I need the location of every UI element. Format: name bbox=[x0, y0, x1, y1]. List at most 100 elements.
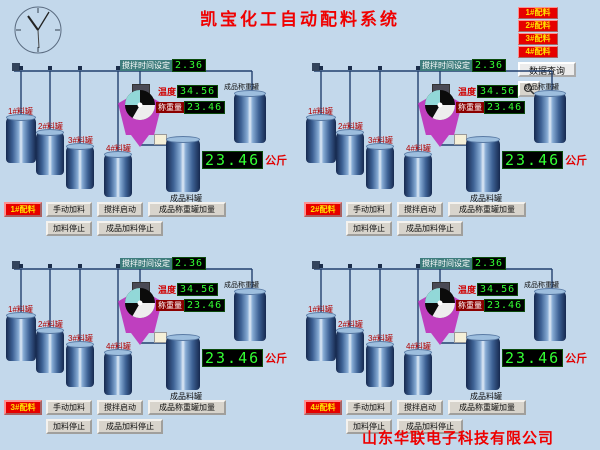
big-weight-display: 23.46 公斤 bbox=[202, 349, 287, 367]
temperature-display: 温度 34.56 bbox=[458, 283, 519, 296]
feed-stop-button[interactable]: 加料停止 bbox=[46, 221, 92, 236]
temperature-label: 温度 bbox=[458, 87, 477, 97]
stir-start-button[interactable]: 搅拌启动 bbox=[397, 400, 443, 415]
tank-cap bbox=[534, 288, 566, 295]
stir-time-value: 2.36 bbox=[472, 59, 507, 72]
material-tank-4-label: 4#料罐 bbox=[106, 342, 131, 351]
weight-display: 称重量 23.46 bbox=[456, 299, 526, 312]
tank-cap bbox=[366, 143, 394, 150]
mixer-funnel bbox=[131, 135, 149, 147]
material-tank-2-label: 2#料罐 bbox=[38, 122, 63, 131]
product-weigh-tank-add-button[interactable]: 成品称重罐加量 bbox=[148, 202, 226, 217]
tank-cap bbox=[234, 288, 266, 295]
stir-start-button[interactable]: 搅拌启动 bbox=[97, 202, 143, 217]
tank-cap bbox=[404, 349, 432, 356]
feed-stop-button[interactable]: 加料停止 bbox=[346, 419, 392, 434]
stir-time-value: 2.36 bbox=[472, 257, 507, 270]
tank-cap bbox=[466, 136, 500, 143]
tank-cap bbox=[534, 90, 566, 97]
feed-stop-button[interactable]: 加料停止 bbox=[346, 221, 392, 236]
material-tank-2-label: 2#料罐 bbox=[338, 122, 363, 131]
weight-value: 23.46 bbox=[184, 299, 226, 312]
tank-cap bbox=[166, 334, 200, 341]
batch-select-button-4[interactable]: 4#配料 bbox=[518, 46, 558, 58]
station-select-button[interactable]: 2#配料 bbox=[304, 202, 342, 217]
station-select-button[interactable]: 4#配料 bbox=[304, 400, 342, 415]
mixer-funnel bbox=[431, 333, 449, 345]
weigh-tank bbox=[534, 288, 566, 341]
weigh-tank-label: 成品称重罐 bbox=[224, 282, 259, 289]
product-weigh-tank-add-button[interactable]: 成品称重罐加量 bbox=[448, 400, 526, 415]
product-feed-stop-button[interactable]: 成品加料停止 bbox=[397, 419, 463, 434]
weight-label: 称重量 bbox=[156, 300, 184, 311]
stir-time-label: 搅拌时间设定 bbox=[120, 258, 172, 269]
manual-feed-button[interactable]: 手动加料 bbox=[346, 400, 392, 415]
material-tank-3-label: 3#料罐 bbox=[368, 136, 393, 145]
material-tank-4-label: 4#料罐 bbox=[106, 144, 131, 153]
material-tank-2-label: 2#料罐 bbox=[338, 320, 363, 329]
tank-cap bbox=[66, 143, 94, 150]
material-tank-2 bbox=[36, 129, 64, 175]
big-weight-display: 23.46 公斤 bbox=[202, 151, 287, 169]
manual-feed-button[interactable]: 手动加料 bbox=[46, 202, 92, 217]
material-tank-1 bbox=[6, 114, 36, 163]
big-weight-value: 23.46 bbox=[502, 151, 564, 169]
product-feed-stop-button[interactable]: 成品加料停止 bbox=[97, 221, 163, 236]
material-tank-3 bbox=[366, 341, 394, 387]
material-tank-2 bbox=[36, 327, 64, 373]
tank-cap bbox=[366, 341, 394, 348]
weight-unit-label: 公斤 bbox=[265, 155, 288, 167]
temperature-label: 温度 bbox=[158, 87, 177, 97]
material-tank-1-label: 1#料罐 bbox=[8, 107, 33, 116]
batch-select-button-2[interactable]: 2#配料 bbox=[518, 20, 558, 32]
manual-feed-button[interactable]: 手动加料 bbox=[346, 202, 392, 217]
batch-select-button-1[interactable]: 1#配料 bbox=[518, 7, 558, 19]
temperature-label: 温度 bbox=[458, 285, 477, 295]
big-weight-value: 23.46 bbox=[202, 151, 264, 169]
stir-time-label: 搅拌时间设定 bbox=[420, 60, 472, 71]
tank-cap bbox=[466, 334, 500, 341]
weight-label: 称重量 bbox=[456, 102, 484, 113]
product-tank bbox=[466, 334, 500, 390]
material-tank-3-label: 3#料罐 bbox=[68, 334, 93, 343]
weight-unit-label: 公斤 bbox=[565, 353, 588, 365]
material-tank-3 bbox=[66, 143, 94, 189]
pipe-network bbox=[12, 261, 253, 351]
tank-cap bbox=[404, 151, 432, 158]
batching-station: 搅拌时间设定 2.36 温度 34.56 称重量 23.46 成品称重罐 成品料… bbox=[300, 253, 600, 450]
material-tank-1-label: 1#料罐 bbox=[8, 305, 33, 314]
product-tank bbox=[166, 334, 200, 390]
temperature-value: 34.56 bbox=[177, 85, 219, 98]
product-tank-label: 成品料罐 bbox=[170, 392, 202, 401]
product-weigh-tank-add-button[interactable]: 成品称重罐加量 bbox=[448, 202, 526, 217]
station-select-button[interactable]: 1#配料 bbox=[4, 202, 42, 217]
manual-feed-button[interactable]: 手动加料 bbox=[46, 400, 92, 415]
weigh-tank bbox=[234, 288, 266, 341]
stir-time-label: 搅拌时间设定 bbox=[420, 258, 472, 269]
material-tank-4 bbox=[404, 349, 432, 395]
feed-stop-button[interactable]: 加料停止 bbox=[46, 419, 92, 434]
material-tank-4-label: 4#料罐 bbox=[406, 342, 431, 351]
tank-cap bbox=[306, 312, 336, 319]
tank-cap bbox=[36, 129, 64, 136]
page-title: 凯宝化工自动配料系统 bbox=[200, 10, 400, 29]
material-tank-1-label: 1#料罐 bbox=[308, 305, 333, 314]
temperature-display: 温度 34.56 bbox=[158, 283, 219, 296]
product-feed-stop-button[interactable]: 成品加料停止 bbox=[97, 419, 163, 434]
station-select-button[interactable]: 3#配料 bbox=[4, 400, 42, 415]
weight-label: 称重量 bbox=[456, 300, 484, 311]
weigh-tank bbox=[234, 90, 266, 143]
mixer-fan-icon bbox=[125, 90, 155, 121]
material-tank-4 bbox=[404, 151, 432, 197]
stir-start-button[interactable]: 搅拌启动 bbox=[397, 202, 443, 217]
batch-select-button-3[interactable]: 3#配料 bbox=[518, 33, 558, 45]
stir-start-button[interactable]: 搅拌启动 bbox=[97, 400, 143, 415]
product-weigh-tank-add-button[interactable]: 成品称重罐加量 bbox=[148, 400, 226, 415]
mixer-fan-icon bbox=[125, 288, 155, 319]
batching-station: 搅拌时间设定 2.36 温度 34.56 称重量 23.46 成品称重罐 成品料… bbox=[0, 253, 300, 450]
weight-value: 23.46 bbox=[184, 101, 226, 114]
product-tank-label: 成品料罐 bbox=[470, 392, 502, 401]
mixer-funnel bbox=[131, 333, 149, 345]
product-feed-stop-button[interactable]: 成品加料停止 bbox=[397, 221, 463, 236]
material-tank-1-label: 1#料罐 bbox=[308, 107, 333, 116]
